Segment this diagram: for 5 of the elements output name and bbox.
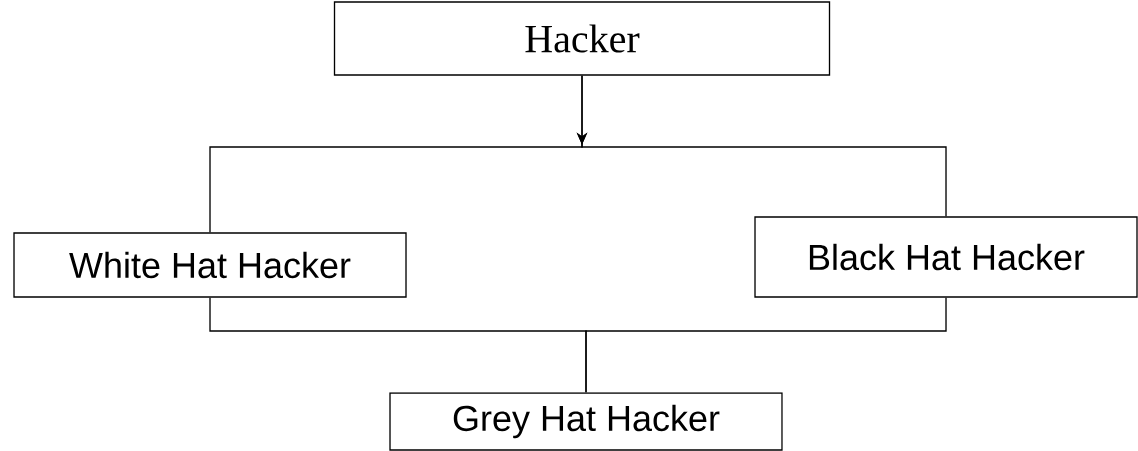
process-box: Grey Hat Hacker (389, 392, 783, 451)
process-box: Black Hat Hacker (754, 216, 1138, 298)
connector-arrow (209, 75, 588, 233)
process-box: White Hat Hacker (13, 232, 407, 298)
process-box: Hacker (333, 1, 831, 76)
